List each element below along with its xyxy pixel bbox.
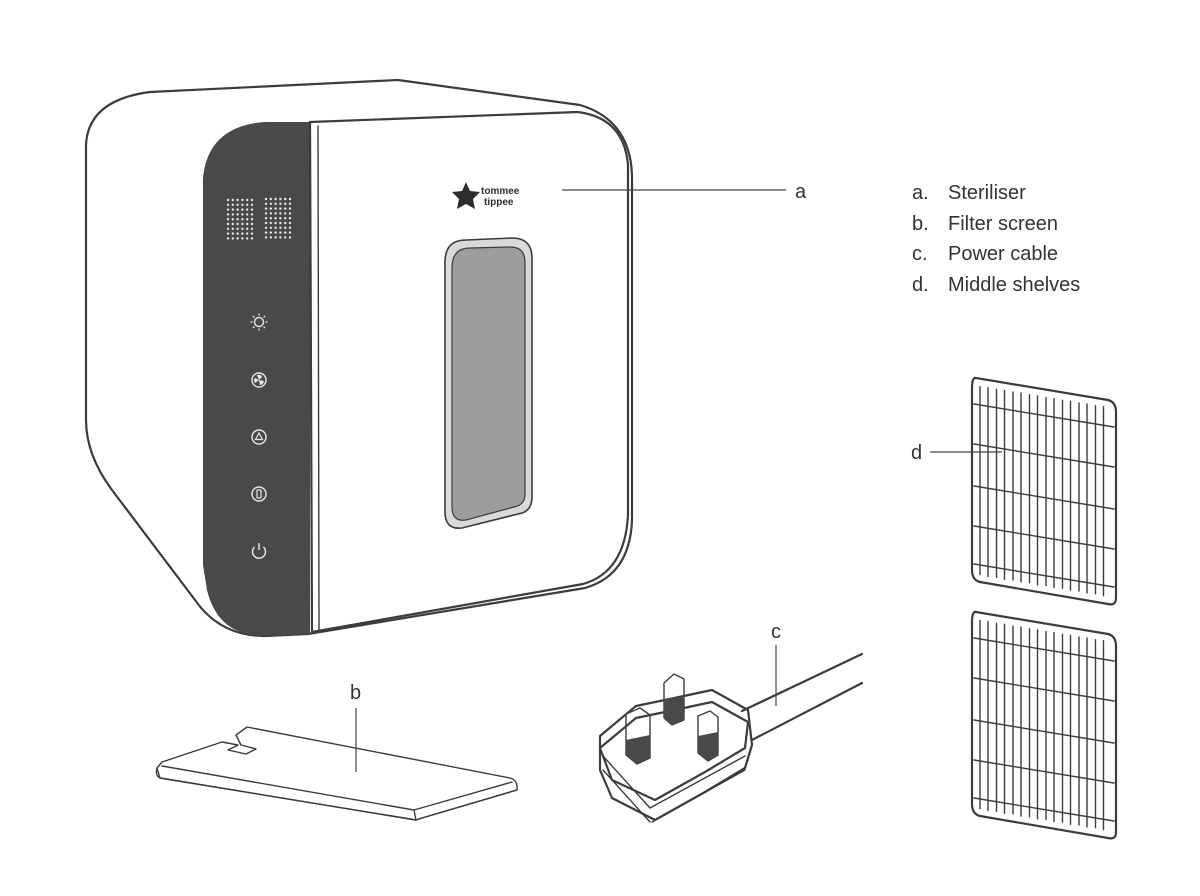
- legend-item-steriliser: a. Steriliser: [912, 178, 1080, 209]
- door-hinge-edge: [317, 125, 320, 631]
- speaker-grille: [226, 197, 292, 240]
- steriliser: tommee tippee: [84, 78, 634, 638]
- plug-pin-earth: [663, 673, 685, 726]
- sun-icon: [250, 313, 268, 331]
- legend-text: Steriliser: [948, 182, 1026, 204]
- middle-shelf-1: [970, 376, 1118, 606]
- star-icon: [452, 182, 480, 209]
- viewing-window: [451, 246, 526, 521]
- callout-c: c: [771, 621, 781, 643]
- filter-screen: [155, 726, 518, 821]
- power-icon: [251, 543, 267, 559]
- plug-pin-live: [625, 707, 651, 765]
- legend-text: Filter screen: [948, 212, 1059, 235]
- legend-letter: c.: [912, 243, 928, 265]
- callout-b: b: [350, 682, 361, 704]
- middle-shelf-2: [970, 610, 1118, 840]
- legend-item-filter-screen: b. Filter screen: [912, 209, 1080, 240]
- legend-text: Power cable: [948, 243, 1059, 265]
- logo-line-2: tippee: [484, 197, 514, 208]
- steriliser-outer-shell: [84, 78, 634, 638]
- plug: [598, 673, 754, 823]
- legend-letter: b.: [912, 212, 929, 235]
- logo-line-1: tommee: [481, 186, 520, 197]
- callout-a: a: [795, 181, 807, 203]
- recycle-icon: [251, 429, 267, 445]
- power-cable: [598, 652, 864, 823]
- legend-item-power-cable: c. Power cable: [912, 239, 1080, 270]
- legend-item-middle-shelves: d. Middle shelves: [912, 270, 1080, 301]
- bottle-icon: [251, 486, 267, 502]
- legend-letter: a.: [912, 182, 929, 204]
- legend-letter: d.: [912, 273, 929, 296]
- callout-d: d: [911, 442, 922, 464]
- parts-legend: a. Steriliser b. Filter screen c. Power cab…: [912, 178, 1080, 300]
- plug-pin-neutral: [697, 710, 719, 762]
- fan-icon: [251, 372, 267, 388]
- legend-text: Middle shelves: [948, 273, 1081, 296]
- brand-logo: tommee tippee: [452, 182, 520, 209]
- steriliser-door: [308, 110, 630, 634]
